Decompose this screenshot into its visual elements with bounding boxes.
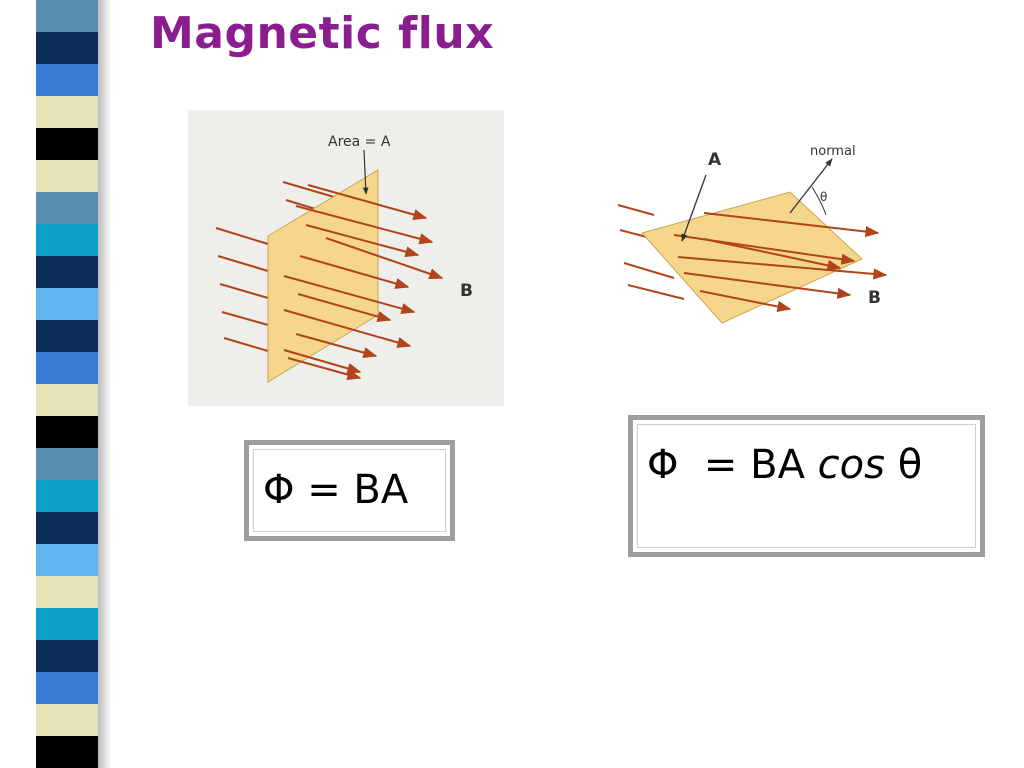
- angled-field-lines-behind: [617, 204, 685, 300]
- stripe-segment: [36, 160, 98, 192]
- stripe-segment: [36, 416, 98, 448]
- stripe-segment: [36, 256, 98, 288]
- field-label-b: B: [460, 281, 473, 301]
- equation-inner-border: [637, 424, 976, 548]
- flux-perpendicular-figure: Area = A B: [188, 110, 504, 406]
- area-label: Area = A: [328, 134, 391, 150]
- decorative-stripe-bar: [36, 0, 98, 768]
- equation-theta: θ: [884, 442, 923, 488]
- flux-angle-equation: Φ = BA cos θ: [647, 442, 922, 488]
- angle-label: θ: [820, 190, 827, 204]
- stripe-segment: [36, 32, 98, 64]
- stripe-shadow: [98, 0, 112, 768]
- flux-equation: Φ = BA: [263, 467, 409, 513]
- equation-prefix: Φ = BA: [647, 442, 818, 488]
- stripe-segment: [36, 640, 98, 672]
- angled-diagram: normal θ A B: [617, 144, 888, 324]
- perpendicular-diagram: Area = A B: [215, 134, 473, 383]
- stripe-segment: [36, 480, 98, 512]
- stripe-segment: [36, 96, 98, 128]
- stripe-segment: [36, 512, 98, 544]
- stripe-segment: [36, 384, 98, 416]
- stripe-segment: [36, 576, 98, 608]
- stripe-segment: [36, 736, 98, 768]
- stripe-segment: [36, 672, 98, 704]
- field-label-b: B: [868, 288, 881, 308]
- flux-angled-figure: normal θ A B: [614, 135, 906, 325]
- flux-angle-equation-box: Φ = BA cos θ: [628, 415, 985, 557]
- stripe-segment: [36, 0, 98, 32]
- stripe-segment: [36, 544, 98, 576]
- field-lines-front: [283, 184, 444, 381]
- stripe-segment: [36, 288, 98, 320]
- stripe-segment: [36, 448, 98, 480]
- slide-title: Magnetic flux: [150, 8, 495, 59]
- stripe-segment: [36, 352, 98, 384]
- stripe-segment: [36, 128, 98, 160]
- angled-field-lines-front: [673, 212, 888, 313]
- stripe-segment: [36, 320, 98, 352]
- stripe-segment: [36, 704, 98, 736]
- stripe-segment: [36, 224, 98, 256]
- stripe-segment: [36, 192, 98, 224]
- area-label-a: A: [708, 150, 722, 170]
- equation-cos: cos: [817, 442, 885, 488]
- flux-equation-box: Φ = BA: [244, 440, 455, 541]
- stripe-segment: [36, 608, 98, 640]
- stripe-segment: [36, 64, 98, 96]
- equation-inner-border: [253, 449, 446, 532]
- normal-label: normal: [810, 144, 856, 159]
